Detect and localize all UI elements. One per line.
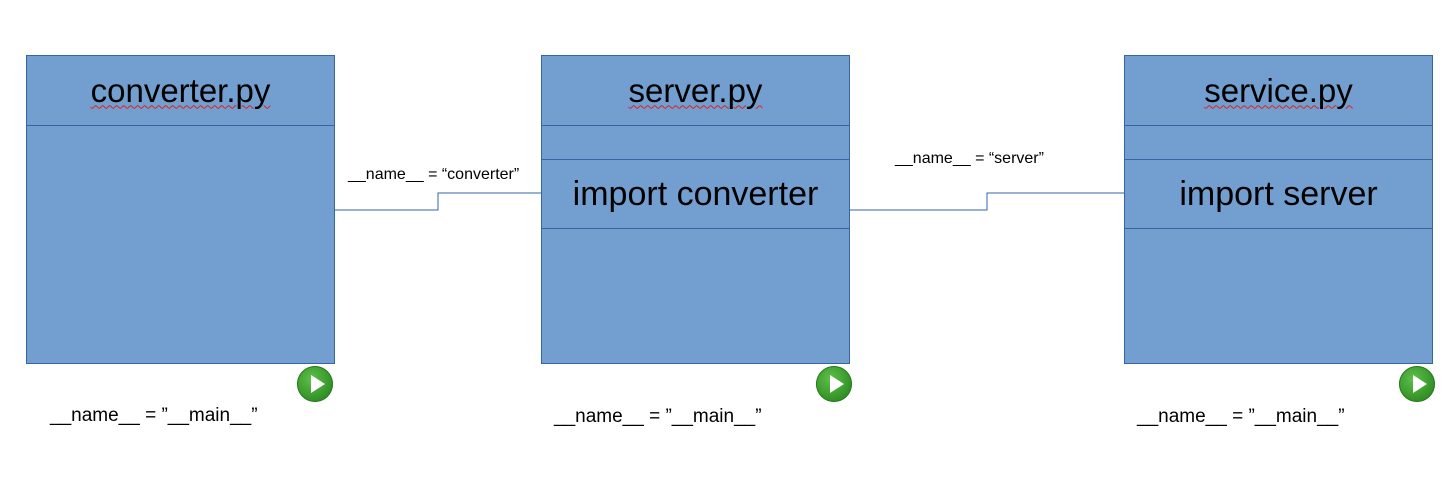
- module-service: service.py import server: [1124, 55, 1433, 364]
- run-converter-button[interactable]: [297, 366, 333, 402]
- module-title-bar: converter.py: [27, 56, 334, 126]
- play-icon: [1413, 375, 1427, 393]
- connector-label-server: __name__ = “server”: [895, 150, 1044, 167]
- run-service-button[interactable]: [1399, 366, 1435, 402]
- module-server: server.py import converter: [541, 55, 850, 364]
- play-icon: [830, 375, 844, 393]
- main-name-label-converter: __name__ = ”__main__”: [50, 405, 258, 426]
- module-title-bar: service.py: [1125, 56, 1432, 126]
- main-name-label-server: __name__ = ”__main__”: [554, 406, 762, 427]
- connector-label-converter: __name__ = “converter”: [348, 166, 520, 183]
- play-icon: [311, 375, 325, 393]
- run-server-button[interactable]: [816, 366, 852, 402]
- connector-server-service: [850, 192, 1124, 211]
- module-converter: converter.py: [26, 55, 335, 364]
- module-title: converter.py: [90, 71, 271, 109]
- import-statement: import server: [1125, 159, 1432, 229]
- module-title-bar: server.py: [542, 56, 849, 126]
- connector-converter-server: [335, 192, 541, 211]
- main-name-label-service: __name__ = ”__main__”: [1137, 406, 1345, 427]
- import-statement: import converter: [542, 159, 849, 229]
- module-title: service.py: [1204, 71, 1353, 109]
- module-title: server.py: [628, 71, 763, 109]
